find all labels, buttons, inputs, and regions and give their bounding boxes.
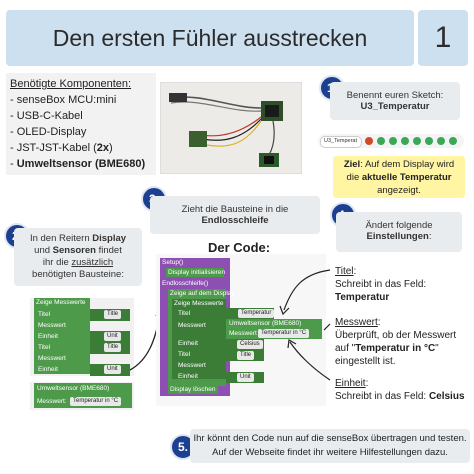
open-icon[interactable] — [389, 137, 397, 145]
unit-field[interactable]: Unit — [104, 332, 121, 341]
block-clear-display[interactable] — [168, 386, 218, 394]
header-bar — [6, 10, 414, 66]
step-1-sketch-name: U3_Temperatur — [360, 101, 430, 112]
page-title: Den ersten Fühler ausstrecken — [52, 25, 368, 51]
goal-label: Ziel — [343, 159, 361, 170]
share-icon[interactable] — [413, 137, 421, 145]
toolbar: U3_Temperat — [318, 134, 464, 148]
title-field[interactable]: Title — [104, 343, 122, 352]
components-panel — [6, 73, 156, 175]
goal-box: Ziel: Auf dem Display wird die aktuelle … — [333, 156, 465, 198]
step-1-text: Benennt euren Sketch: — [346, 90, 444, 101]
step-4-box: Ändert folgende Einstellungen: — [336, 212, 462, 252]
page-number: 1 — [418, 10, 468, 66]
unit-field[interactable]: Unit — [104, 365, 121, 374]
delete-icon[interactable] — [365, 137, 373, 145]
component-item: - USB-C-Kabel — [10, 110, 83, 122]
component-item: - senseBox MCU:mini — [10, 94, 117, 106]
components-heading: Benötigte Komponenten: — [10, 78, 132, 90]
step-1-box: Benennt euren Sketch: U3_Temperatur — [330, 82, 460, 120]
component-item: - JST-JST-Kabel (2x) — [10, 142, 113, 154]
upload-icon[interactable] — [437, 137, 445, 145]
setting-messwert: Messwert: Überprüft, ob der Messwert auf… — [335, 317, 457, 367]
code-title: Der Code: — [208, 240, 271, 255]
block-show-values-placed[interactable] — [172, 299, 226, 379]
settings-icon[interactable] — [449, 137, 457, 145]
block-show-values-header: Zeige Messwerte — [36, 299, 86, 306]
sensor-select[interactable]: Temperatur in °C — [70, 397, 122, 406]
setting-titel: Titel: Schreibt in das Feld: Temperatur — [335, 266, 427, 303]
setting-einheit: Einheit: Schreibt in das Feld: Celsius — [335, 378, 465, 402]
save-icon[interactable] — [377, 137, 385, 145]
component-item: - Umweltsensor (BME680) — [10, 158, 146, 170]
title-field[interactable]: Title — [104, 310, 122, 319]
arrow-icon — [279, 269, 331, 381]
celsius-field[interactable]: Celsius — [237, 340, 263, 349]
sketch-name-input[interactable]: U3_Temperat — [320, 136, 362, 148]
title-field[interactable]: Title — [237, 351, 255, 360]
component-item: - OLED-Display — [10, 126, 87, 138]
unit-field[interactable]: Unit — [237, 373, 254, 382]
step-3-box: Zieht die Bausteine in die Endlosschleif… — [150, 196, 320, 234]
code-icon[interactable] — [401, 137, 409, 145]
sensor-select-placed[interactable]: Temperatur in °C — [258, 329, 310, 338]
compile-icon[interactable] — [425, 137, 433, 145]
temperature-field[interactable]: Temperatur — [238, 309, 275, 318]
step-5-box: Ihr könnt den Code nun auf die senseBox … — [190, 429, 470, 463]
hardware-photo — [160, 82, 302, 174]
block-show-values[interactable] — [34, 298, 90, 374]
components-list: Benötigte Komponenten: - senseBox MCU:mi… — [10, 76, 156, 172]
block-display-init[interactable] — [166, 268, 224, 277]
step-2-box: In den Reitern Display und Sensoren find… — [14, 228, 142, 286]
